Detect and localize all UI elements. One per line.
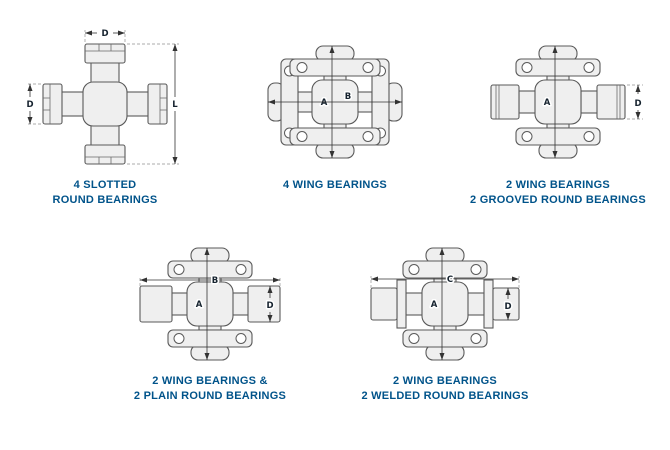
wing-bearing-top <box>402 247 488 279</box>
grooved-round-bearing-right <box>596 84 626 120</box>
dimension-C: C <box>370 274 520 288</box>
caption-line-1: 2 WING BEARINGS <box>506 179 610 191</box>
caption-line-2: ROUND BEARINGS <box>52 193 158 206</box>
wing-bearing-top <box>289 45 381 77</box>
grooved-round-bearing-left <box>490 84 520 120</box>
dimension-A: A <box>429 248 445 360</box>
center-hub <box>534 79 582 125</box>
dimension-length: L <box>127 43 180 165</box>
dim-label-D-top: D <box>101 29 108 39</box>
slot-details <box>43 44 167 164</box>
caption-line-1: 2 WING BEARINGS & <box>152 375 268 387</box>
dim-label-D-left: D <box>26 100 33 110</box>
dimension-D: D <box>503 288 513 320</box>
caption-line-1: 4 SLOTTED <box>73 179 137 191</box>
dim-label-A: A <box>196 300 203 310</box>
caption-line-1: 4 WING BEARINGS <box>283 179 387 191</box>
dim-label-A: A <box>431 300 438 310</box>
drawing-2-wing-2-welded-round-bearings: C A D <box>370 247 520 361</box>
center-hub <box>82 81 128 127</box>
plain-round-bearing-right <box>247 285 281 323</box>
dimension-D: D <box>265 286 275 322</box>
dim-label-D: D <box>634 99 641 109</box>
dim-label-A: A <box>321 98 328 108</box>
welded-round-bearing-left <box>370 279 407 329</box>
caption-line-2: 2 WELDED ROUND BEARINGS <box>361 389 529 402</box>
dimension-B: B <box>268 91 402 105</box>
dim-label-B: B <box>212 276 218 286</box>
dimension-A: A <box>194 248 210 360</box>
wing-bearing-bottom <box>515 127 601 159</box>
caption-line-1: 2 WING BEARINGS <box>393 375 497 387</box>
drawing-2-wing-2-grooved-round-bearings: A D <box>490 45 643 159</box>
drawing-4-slotted-round-bearings: D D L <box>25 28 180 165</box>
wing-bearing-bottom <box>167 329 253 361</box>
caption-2-wing-2-grooved-round-bearings: 2 WING BEARINGS 2 GROOVED ROUND BEARINGS <box>450 178 666 208</box>
dim-label-B: B <box>345 92 351 102</box>
drawing-4-wing-bearings: A B <box>267 45 403 159</box>
dimension-top-width: D <box>84 28 126 42</box>
plain-round-bearing-left <box>139 285 173 323</box>
caption-line-2: 2 GROOVED ROUND BEARINGS <box>470 193 646 206</box>
dimension-B: B <box>139 275 281 288</box>
welded-round-bearing-right <box>483 279 520 329</box>
wing-bearing-bottom <box>289 127 381 159</box>
caption-line-2: 2 PLAIN ROUND BEARINGS <box>133 389 287 402</box>
center-hub <box>421 281 469 327</box>
caption-4-slotted-round-bearings: 4 SLOTTED ROUND BEARINGS <box>30 178 180 208</box>
caption-4-wing-bearings: 4 WING BEARINGS <box>245 178 425 193</box>
caption-2-wing-2-plain-round-bearings: 2 WING BEARINGS & 2 PLAIN ROUND BEARINGS <box>105 374 315 404</box>
wing-bearing-top <box>515 45 601 77</box>
caption-2-wing-2-welded-round-bearings: 2 WING BEARINGS 2 WELDED ROUND BEARINGS <box>340 374 550 404</box>
dim-label-L: L <box>172 100 178 110</box>
dimension-A: A <box>542 46 558 158</box>
cross-body <box>42 43 168 165</box>
center-hub <box>186 281 234 327</box>
wing-bearing-top <box>167 247 253 279</box>
dimension-D: D <box>627 84 643 120</box>
dim-label-A: A <box>544 98 551 108</box>
wing-bearing-bottom <box>402 329 488 361</box>
dimension-left-diameter: D <box>25 83 41 125</box>
drawing-2-wing-2-plain-round-bearings: B A D <box>139 247 281 361</box>
dim-label-C: C <box>447 275 453 285</box>
dim-label-D: D <box>266 301 273 311</box>
dim-label-D: D <box>504 302 511 312</box>
